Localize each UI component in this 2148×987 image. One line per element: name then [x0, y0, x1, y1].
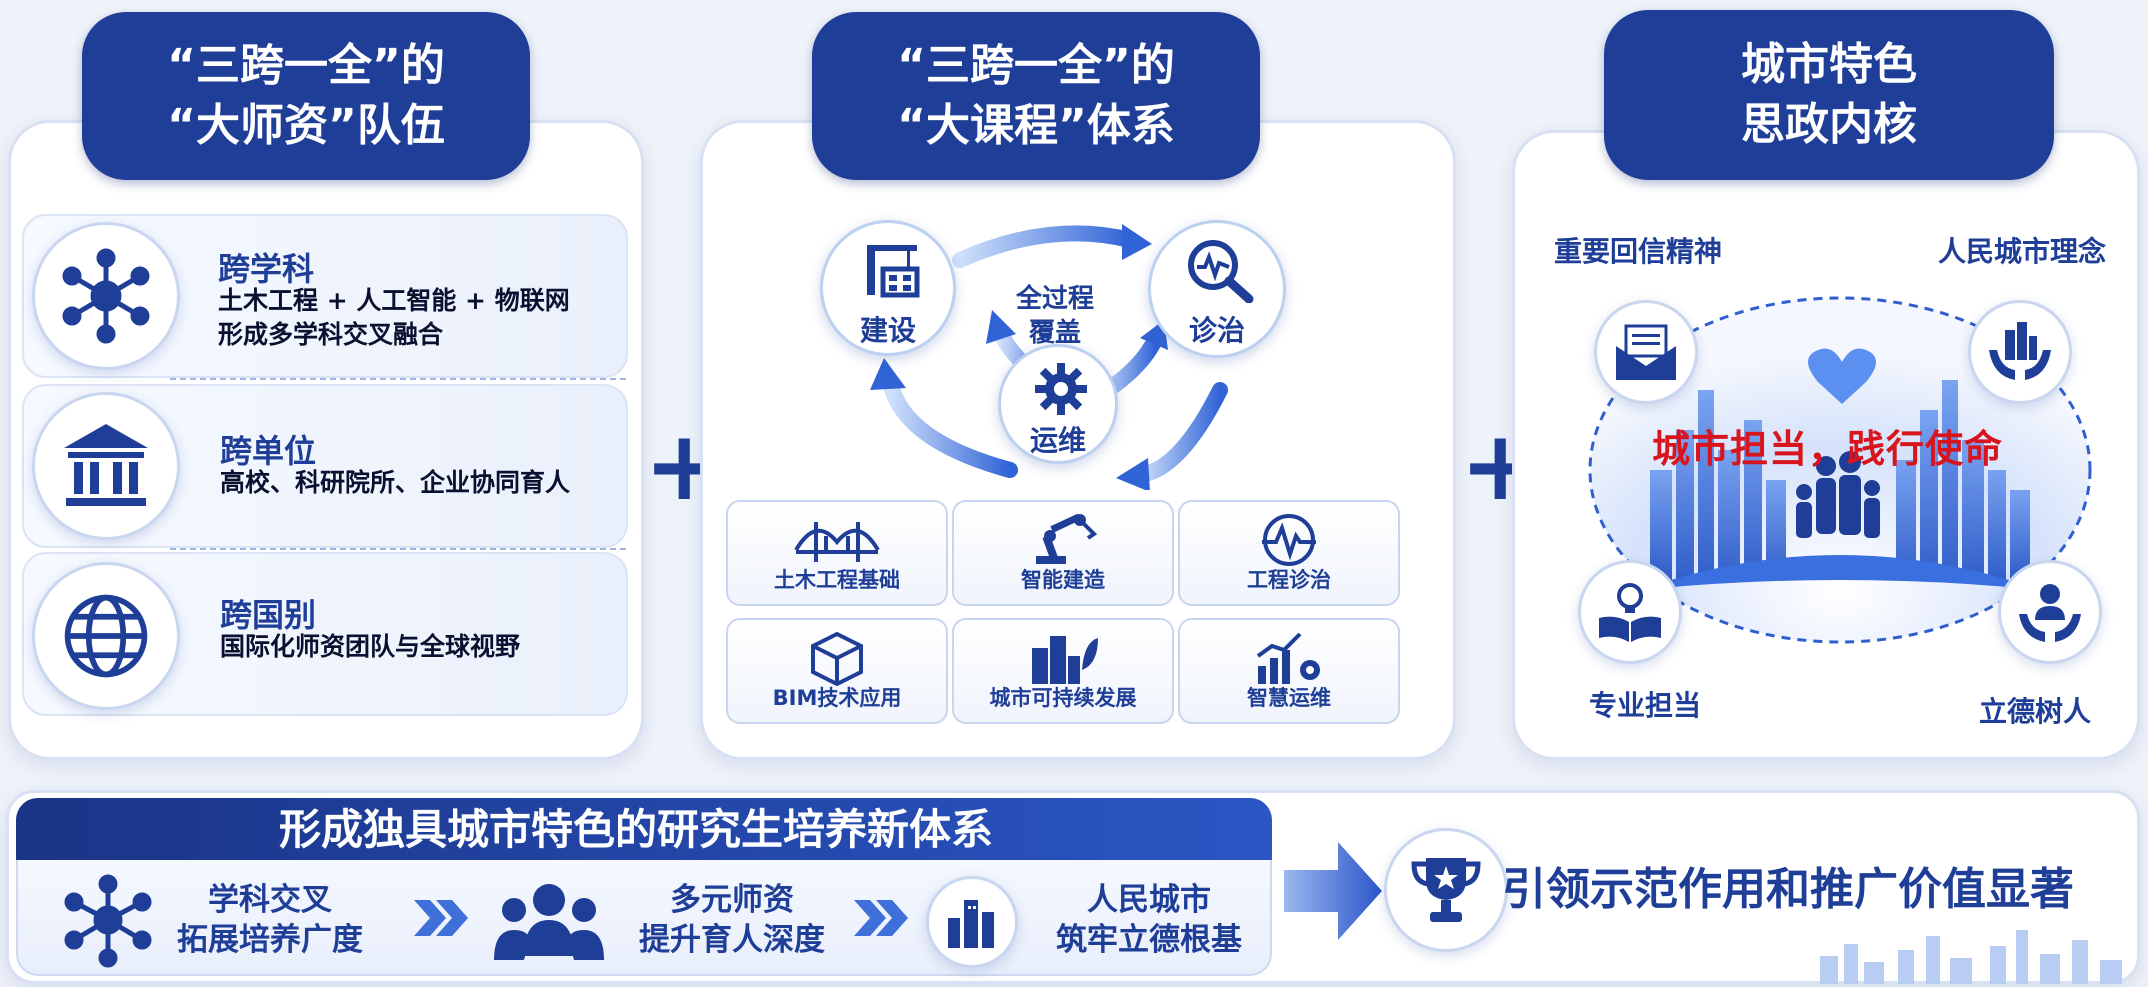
course-card: 智能建造: [952, 500, 1174, 606]
course-label: 工程诊治: [1247, 568, 1331, 592]
cycle-center-text: 全过程 覆盖: [980, 282, 1130, 350]
row-text: 土木工程 + 人工智能 + 物联网: [218, 286, 570, 315]
bottom-step-text: 人民城市 筑牢立德根基: [1034, 880, 1264, 960]
chart-gear-icon: [1256, 632, 1320, 684]
row-text: 高校、科研院所、企业协同育人: [220, 468, 571, 497]
step-line2: 提升育人深度: [639, 922, 825, 958]
cycle-center-line2: 覆盖: [1028, 318, 1081, 348]
cycle-label-operate: 运维: [1029, 424, 1086, 457]
cycle-center-line1: 全过程: [1015, 284, 1094, 314]
network-icon: [32, 222, 180, 370]
magnifier-icon: [1188, 240, 1254, 303]
panel-values-title: 城市特色 思政内核: [1604, 10, 2054, 180]
title-line1: 城市特色: [1741, 39, 1917, 90]
step-line1: 学科交叉: [208, 882, 332, 918]
title-line2: 思政内核: [1741, 99, 1917, 150]
row-divider: [170, 548, 626, 550]
value-label: 立德树人: [1978, 695, 2091, 728]
title-line1: “三跨一全”的: [167, 40, 445, 91]
panel-teachers-title: “三跨一全”的 “大师资”队伍: [82, 12, 530, 180]
city-illustration: [1588, 296, 2092, 644]
result-text: 引领示范作用和推广价值显著: [1502, 864, 2074, 915]
cycle-label-build: 建设: [859, 314, 916, 347]
globe-icon: [32, 562, 180, 710]
bottom-banner-bg: [16, 798, 1272, 862]
title-line2: “大师资”队伍: [167, 100, 445, 151]
chevron-double-icon: [854, 900, 908, 936]
bulb-book-icon: [1578, 560, 1682, 664]
slogan-text: 城市担当，践行使命: [1652, 427, 2004, 471]
course-label: 城市可持续发展: [989, 686, 1137, 710]
pulse-monitor-icon: [1262, 514, 1316, 566]
gear-icon: [1035, 363, 1087, 415]
cycle-node-operate: 运维: [998, 344, 1118, 464]
skyline-decoration: [1820, 930, 2122, 984]
network-icon: [64, 874, 152, 968]
bridge-icon: [794, 522, 880, 562]
city-hands-icon: [1968, 300, 2072, 404]
bottom-steps-box: [16, 860, 1272, 976]
robot-arm-icon: [1036, 513, 1098, 564]
value-label: 人民城市理念: [1937, 235, 2106, 268]
row-text: 形成多学科交叉融合: [218, 320, 444, 349]
value-label: 专业担当: [1588, 689, 1701, 722]
step-line1: 人民城市: [1087, 882, 1211, 918]
person-hands-icon: [1998, 560, 2102, 664]
course-card: 工程诊治: [1178, 500, 1400, 606]
step-line2: 拓展培养广度: [177, 922, 363, 958]
bottom-step-text: 多元师资 提升育人深度: [616, 880, 848, 960]
bottom-banner-title: 形成独具城市特色的研究生培养新体系: [278, 805, 993, 854]
cycle-node-diagnose: 诊治: [1148, 220, 1286, 358]
group-people-icon: [494, 884, 604, 960]
row-title: 跨国别: [220, 596, 317, 634]
title-line1: “三跨一全”的: [897, 40, 1175, 91]
letter-icon: [1594, 300, 1698, 404]
row-text: 国际化师资团队与全球视野: [220, 632, 521, 661]
city-building-icon: [926, 876, 1018, 968]
cycle-node-build: 建设: [820, 220, 956, 356]
course-label: 智能建造: [1021, 568, 1105, 592]
green-city-icon: [1032, 636, 1098, 684]
step-line1: 多元师资: [670, 882, 794, 918]
row-divider: [170, 378, 626, 380]
row-title: 跨单位: [220, 432, 317, 470]
title-line2: “大课程”体系: [897, 100, 1175, 151]
crane-icon: [867, 245, 920, 298]
course-card: 土木工程基础: [726, 500, 948, 606]
arrow-right-icon: [1284, 842, 1382, 940]
step-line2: 筑牢立德根基: [1056, 922, 1242, 958]
bottom-step-text: 学科交叉 拓展培养广度: [160, 880, 380, 960]
course-card: BIM技术应用: [726, 618, 948, 724]
course-card: 智慧运维: [1178, 618, 1400, 724]
course-label: 土木工程基础: [774, 568, 900, 592]
chevron-double-icon: [414, 900, 468, 936]
course-card: 城市可持续发展: [952, 618, 1174, 724]
row-title: 跨学科: [218, 250, 315, 288]
institution-icon: [32, 392, 180, 540]
cycle-label-diagnose: 诊治: [1188, 314, 1245, 347]
trophy-icon: [1384, 828, 1508, 952]
course-label: 智慧运维: [1247, 686, 1331, 710]
course-label: BIM技术应用: [772, 686, 902, 710]
panel-courses-title: “三跨一全”的 “大课程”体系: [812, 12, 1260, 180]
value-label: 重要回信精神: [1553, 235, 1722, 268]
bim-cube-icon: [811, 631, 863, 686]
